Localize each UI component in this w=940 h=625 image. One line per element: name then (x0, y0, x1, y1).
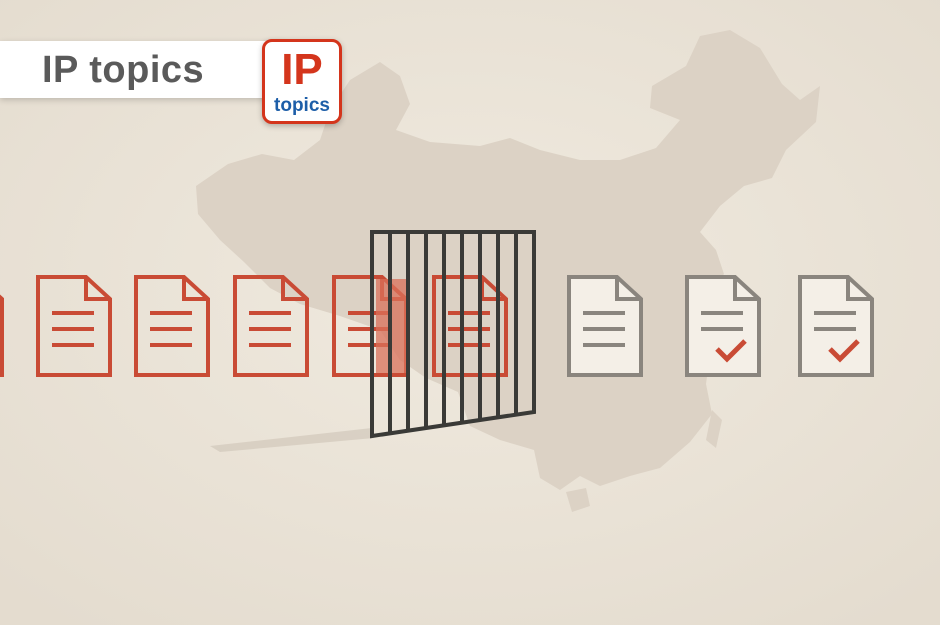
header-banner: IP topics (0, 41, 286, 98)
svg-text:IP: IP (281, 45, 323, 94)
brand-logo: IP topics (262, 39, 342, 124)
logo-mark: IP topics (265, 42, 339, 121)
page-title: IP topics (42, 50, 204, 90)
svg-text:topics: topics (274, 95, 330, 116)
document-icon (569, 277, 641, 375)
approved-document-icon (800, 277, 872, 375)
approved-document-icon (687, 277, 759, 375)
